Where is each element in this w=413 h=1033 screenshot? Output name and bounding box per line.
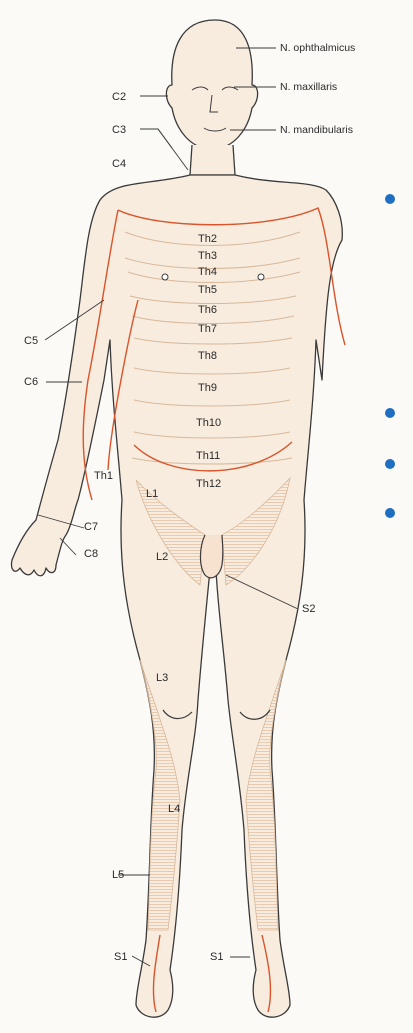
label-th3: Th3 xyxy=(198,250,217,262)
bullet-3 xyxy=(385,459,395,469)
label-l1: L1 xyxy=(146,488,158,500)
label-c8: C8 xyxy=(84,548,98,560)
right-nipple xyxy=(258,274,264,280)
label-l2: L2 xyxy=(156,551,168,563)
label-th1: Th1 xyxy=(94,470,113,482)
label-th9: Th9 xyxy=(198,382,217,394)
label-n-maxillaris: N. maxillaris xyxy=(280,81,337,93)
label-th10: Th10 xyxy=(196,417,221,429)
label-c6: C6 xyxy=(24,376,38,388)
label-s2: S2 xyxy=(302,603,315,615)
label-th8: Th8 xyxy=(198,350,217,362)
label-th12: Th12 xyxy=(196,478,221,490)
label-s1-right: S1 xyxy=(210,951,223,963)
label-th7: Th7 xyxy=(198,323,217,335)
label-s1-left: S1 xyxy=(114,951,127,963)
label-th2: Th2 xyxy=(198,233,217,245)
bullet-1 xyxy=(385,194,395,204)
left-nipple xyxy=(162,274,168,280)
label-th6: Th6 xyxy=(198,304,217,316)
label-l3: L3 xyxy=(156,672,168,684)
bullet-4 xyxy=(385,508,395,518)
label-th5: Th5 xyxy=(198,284,217,296)
label-c2: C2 xyxy=(112,91,126,103)
genital-outline xyxy=(200,535,222,578)
label-c7: C7 xyxy=(84,521,98,533)
label-c4: C4 xyxy=(112,158,126,170)
label-th4: Th4 xyxy=(198,266,217,278)
label-th11: Th11 xyxy=(196,450,220,462)
label-n-mandibularis: N. mandibularis xyxy=(280,124,353,136)
label-c3: C3 xyxy=(112,124,126,136)
label-l4: L4 xyxy=(168,803,180,815)
bullet-2 xyxy=(385,408,395,418)
label-n-ophthalmicus: N. ophthalmicus xyxy=(280,42,355,54)
label-c5: C5 xyxy=(24,335,38,347)
label-l5: L5 xyxy=(112,869,124,881)
